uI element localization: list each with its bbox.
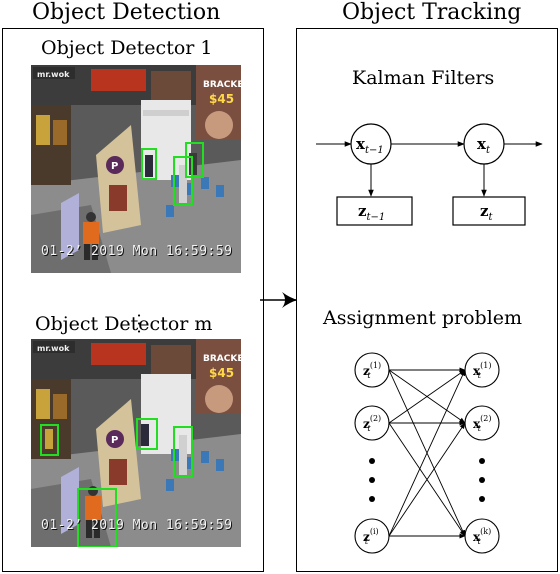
measurement-node: z(1)t (354, 352, 390, 388)
price-sign: $45 (209, 92, 234, 106)
svg-text:P: P (111, 161, 118, 172)
svg-text:xt: xt (477, 135, 491, 156)
bracket-sign: BRACKET (203, 354, 241, 364)
object-detector-m-label: Object Detector m (35, 313, 213, 335)
measurement-node-curr: zt (452, 196, 526, 226)
detection-box (173, 156, 193, 206)
ellipsis-vertical: ··· (136, 306, 142, 341)
object-detector-1-label: Object Detector 1 (41, 37, 213, 59)
track-node: x(2)t (464, 405, 500, 441)
storefront-sign-1: mr.wok (37, 344, 70, 353)
state-node-prev: xt−1 (350, 123, 392, 165)
svg-text:xt−1: xt−1 (356, 135, 384, 156)
svg-text:z(1)t: z(1)t (363, 361, 381, 380)
price-sign: $45 (209, 366, 234, 380)
svg-text:P: P (111, 435, 118, 446)
svg-text:z(i)t: z(i)t (363, 527, 379, 546)
pipeline-arrow (260, 292, 298, 308)
svg-text:zt−1: zt−1 (358, 202, 385, 223)
object-detection-panel: Object Detector 1 mr.wok BRACKET $45 P (2, 28, 264, 572)
detection-box (185, 142, 204, 178)
detector-m-frame: mr.wok BRACKET $45 P (31, 339, 241, 547)
state-node-curr: xt (463, 123, 505, 165)
svg-text:zt: zt (480, 202, 494, 223)
kalman-filters-title: Kalman Filters (352, 67, 495, 89)
track-node: x(k)t (464, 518, 500, 554)
object-tracking-panel: Kalman Filters Assignment problem (296, 28, 558, 572)
left-dots (369, 458, 375, 502)
assignment-edges (388, 367, 466, 539)
detection-box (136, 418, 158, 450)
detection-box (141, 148, 157, 180)
track-node: x(1)t (464, 352, 500, 388)
svg-text:x(2)t: x(2)t (473, 414, 492, 433)
assignment-edge (388, 422, 466, 537)
frame-timestamp: 01-2’ 2019 Mon 16:59:59 (41, 244, 233, 259)
assignment-problem-title: Assignment problem (323, 307, 523, 329)
svg-text:x(k)t: x(k)t (473, 527, 491, 546)
detection-box (77, 488, 117, 547)
right-dots (479, 458, 485, 502)
svg-text:z(2)t: z(2)t (363, 414, 381, 433)
detector-1-frame: mr.wok BRACKET $45 P (31, 65, 241, 273)
assignment-edge (388, 369, 466, 537)
measurement-node: z(2)t (354, 405, 390, 441)
measurement-node: z(i)t (354, 518, 390, 554)
assignment-edge (388, 369, 466, 424)
svg-text:x(1)t: x(1)t (473, 361, 492, 380)
object-tracking-heading: Object Tracking (342, 0, 522, 25)
detection-box (40, 424, 59, 456)
storefront-sign-1: mr.wok (37, 70, 70, 79)
tracking-diagram: xt−1 xt zt−1 zt z(1)t z(2)t z(i)t x(1)t x(2… (316, 123, 543, 554)
detection-box (173, 426, 193, 478)
frame-timestamp: 01-2’ 2019 Mon 16:59:59 (41, 518, 233, 533)
bracket-sign: BRACKET (203, 80, 241, 90)
measurement-node-prev: zt−1 (336, 196, 413, 226)
object-detection-heading: Object Detection (32, 0, 221, 25)
